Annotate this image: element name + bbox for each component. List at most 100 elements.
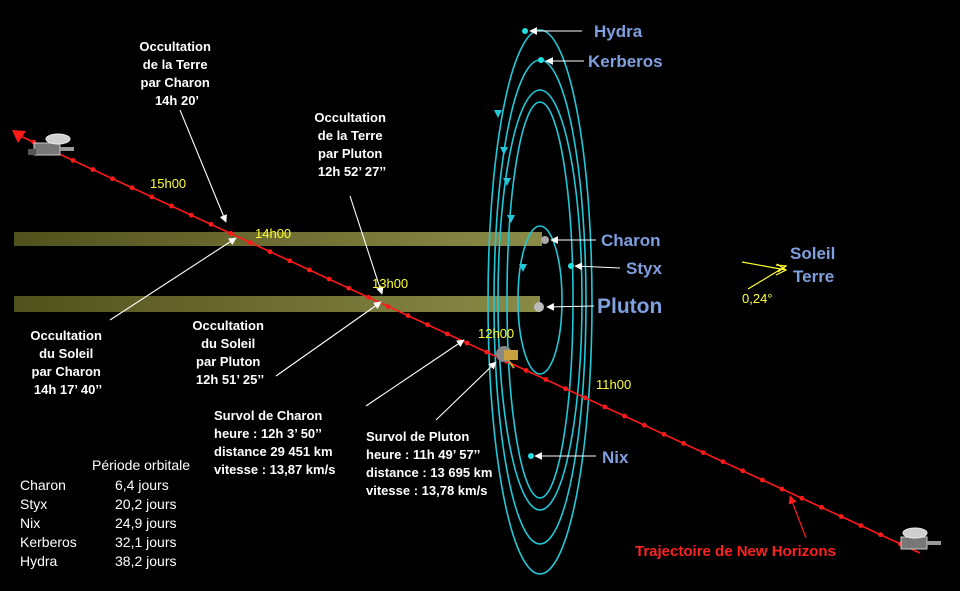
orbit-direction-arrows (494, 110, 527, 272)
period-row-name: Hydra (20, 553, 58, 569)
trajectory-dot (110, 176, 115, 182)
pluton-label: Pluton (597, 295, 662, 318)
pluton-shadow-band (14, 296, 540, 312)
pluton-body (534, 302, 544, 312)
hydra-dot (522, 28, 528, 34)
trajectory-dot (247, 240, 253, 246)
trajectory-dot (582, 395, 588, 401)
pointer-occ-terre-charon (179, 109, 227, 223)
event-occ-terre-charon: Occultation de la Terre par Charon 14h 2… (139, 39, 214, 108)
trajectory-dot (464, 340, 470, 346)
trajectory-dot (228, 231, 234, 236)
time-13h: 13h00 (372, 276, 408, 291)
trajectory-dot (267, 249, 273, 255)
period-row-value: 38,2 jours (115, 553, 176, 569)
charon-shadow-band (14, 232, 542, 246)
trajectory-dot (188, 212, 194, 218)
period-row-name: Nix (20, 515, 40, 531)
event-survol-pluton: Survol de Pluton heure : 11h 49’ 57’’ di… (366, 429, 496, 498)
trajectory-dot (129, 185, 135, 191)
nix-label: Nix (602, 448, 629, 467)
trajectory-start-arrow (12, 130, 26, 143)
pointer-occ-soleil-charon (109, 237, 237, 321)
trajectory-dot (287, 258, 293, 264)
spacecraft-icon-start (28, 133, 74, 156)
trajectory-dot (543, 377, 549, 382)
trajectory-dot (149, 194, 155, 200)
charon-label: Charon (601, 231, 661, 250)
trajectory-dot (641, 422, 647, 428)
trajectory-dot (720, 459, 726, 465)
trajectory-dot (602, 404, 608, 410)
trajectory-dot (70, 158, 76, 163)
nix-dot (528, 453, 534, 459)
pointer-trajectory-label (788, 495, 807, 539)
trajectory-dot (563, 386, 568, 392)
trajectory-dot (90, 167, 96, 172)
trajectory-dot (740, 468, 746, 474)
period-row-value: 24,9 jours (115, 515, 176, 531)
pointer-occ-terre-pluton (349, 195, 384, 295)
nix-orbit (497, 89, 583, 511)
pointer-styx (574, 262, 621, 271)
trajectory-dot (878, 532, 883, 538)
time-14h: 14h00 (255, 226, 291, 241)
trajectory-dot (819, 504, 824, 510)
styx-label: Styx (626, 259, 662, 278)
event-occ-terre-pluton: Occultation de la Terre par Pluton 12h 5… (314, 110, 389, 179)
trajectory-dot (385, 304, 391, 309)
trajectory-dot (779, 486, 785, 492)
sun-earth-direction-icon (741, 261, 788, 290)
angle-label: 0,24° (742, 291, 773, 306)
moon-dots (522, 28, 574, 459)
time-11h: 11h00 (596, 377, 631, 392)
spacecraft-icon-end (900, 527, 941, 550)
pointer-survol-charon (365, 339, 465, 407)
trajectory-dot (838, 514, 844, 519)
orbital-period-table: Période orbitale Charon 6,4 jours Styx 2… (20, 457, 190, 569)
trajectory-dot (661, 431, 667, 437)
soleil-label: Soleil (790, 244, 835, 263)
pointer-lines (109, 27, 621, 460)
trajectory-dot (700, 450, 706, 455)
time-15h: 15h00 (150, 176, 186, 191)
pointer-survol-pluton (435, 361, 497, 421)
period-row-name: Kerberos (20, 534, 77, 550)
period-row-name: Charon (20, 477, 66, 493)
hydra-orbit (487, 29, 593, 575)
period-row-value: 20,2 jours (115, 496, 176, 512)
trajectory-dot (858, 523, 864, 528)
trajectory-dot (799, 495, 805, 501)
trajectory-dot (405, 313, 411, 318)
kerberos-dot (538, 57, 544, 63)
period-row-name: Styx (20, 496, 47, 512)
charon-orbit (517, 225, 563, 375)
styx-dot (568, 263, 574, 269)
trajectory-dot (208, 221, 214, 227)
trajectory-dot (169, 203, 175, 209)
period-row-value: 6,4 jours (115, 477, 169, 493)
styx-orbit (506, 101, 574, 499)
charon-body (541, 236, 549, 244)
pointer-occ-soleil-pluton (275, 301, 382, 377)
trajectory-dot (622, 413, 627, 419)
event-survol-charon: Survol de Charon heure : 12h 3’ 50’’ dis… (214, 408, 336, 477)
pointer-pluton (546, 303, 595, 311)
period-table-header: Période orbitale (92, 457, 190, 473)
terre-label: Terre (793, 267, 834, 286)
trajectory-dot (681, 441, 687, 446)
trajectory-dot (366, 294, 371, 300)
hydra-label: Hydra (594, 22, 643, 41)
event-occ-soleil-pluton: Occultation du Soleil par Pluton 12h 51’… (192, 318, 267, 387)
spacecraft-icon-flyby (496, 346, 518, 369)
trajectory-dot (326, 276, 332, 282)
trajectory-dot (760, 477, 765, 483)
trajectory-dot (346, 285, 352, 291)
period-row-value: 32,1 jours (115, 534, 176, 550)
trajectory-dot (425, 322, 430, 328)
trajectory-dot (307, 267, 312, 273)
event-occ-soleil-charon: Occultation du Soleil par Charon 14h 17’… (30, 328, 105, 397)
trajectory-dot (444, 331, 450, 337)
trajectory-dot (484, 349, 490, 355)
